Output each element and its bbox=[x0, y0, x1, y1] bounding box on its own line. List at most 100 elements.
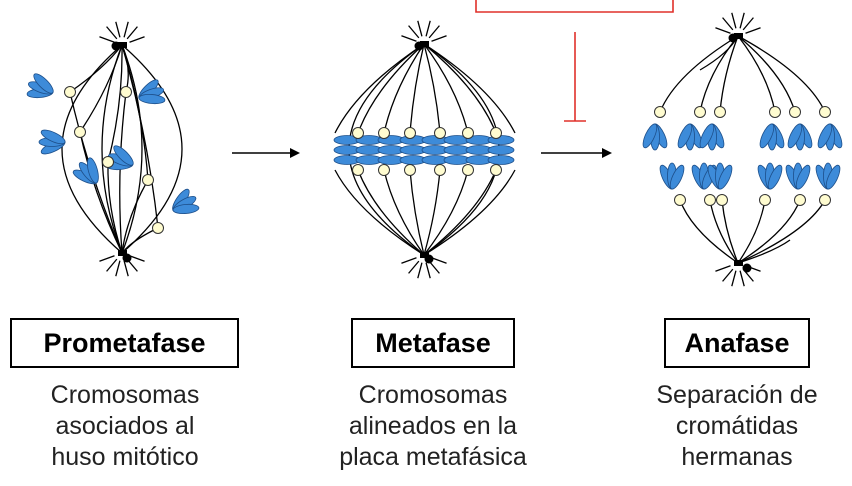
centrosome bbox=[420, 252, 429, 258]
aster-ray bbox=[106, 258, 118, 272]
chromatid bbox=[138, 94, 166, 105]
aster-ray bbox=[722, 17, 734, 31]
kinetochore-icon bbox=[352, 164, 364, 176]
spindle-fiber bbox=[679, 199, 739, 264]
chromatid bbox=[825, 164, 841, 190]
mitosis-diagram bbox=[26, 0, 843, 287]
kinetochore-icon bbox=[434, 164, 446, 176]
centriole-dot bbox=[111, 41, 121, 51]
aster-ray bbox=[715, 265, 731, 272]
spindle-fiber bbox=[357, 169, 425, 256]
chromatid bbox=[677, 123, 693, 149]
kinetochore-icon bbox=[434, 127, 446, 139]
aster-ray bbox=[742, 17, 754, 31]
aster-ray bbox=[99, 255, 115, 262]
chromatid bbox=[40, 129, 66, 145]
aster-ray bbox=[99, 36, 115, 43]
kinetochore-icon bbox=[462, 127, 474, 139]
chromosome-icon bbox=[785, 162, 811, 190]
aster-ray bbox=[417, 262, 423, 279]
kinetochore-icon bbox=[74, 126, 86, 138]
caption-line: alineados en la bbox=[348, 412, 518, 440]
aster-ray bbox=[401, 35, 417, 42]
spindle-pole-icon bbox=[401, 252, 447, 279]
aster-ray bbox=[722, 268, 734, 282]
caption-line: placa metafásica bbox=[339, 443, 527, 471]
centriole-dot bbox=[728, 33, 738, 43]
spindle-fiber bbox=[737, 239, 791, 264]
spindle-fiber bbox=[107, 44, 123, 163]
aster-ray bbox=[123, 260, 129, 277]
chromatid bbox=[699, 123, 715, 149]
anaphase-caption: Separación de cromátidas hermanas bbox=[627, 380, 847, 473]
chromosome-icon bbox=[691, 162, 717, 190]
kinetochore-icon bbox=[769, 106, 781, 118]
aster-ray bbox=[431, 35, 447, 42]
chromatid bbox=[642, 123, 658, 149]
aster-ray bbox=[129, 36, 145, 43]
chromatid bbox=[767, 164, 783, 190]
aster-ray bbox=[408, 25, 420, 39]
chromatid bbox=[113, 145, 134, 166]
kinetochore-icon bbox=[378, 127, 390, 139]
chromatid bbox=[172, 203, 200, 214]
chromosome-icon bbox=[699, 123, 725, 151]
centrosome bbox=[734, 260, 743, 266]
spindle-fiber bbox=[423, 43, 516, 134]
spindle-fiber bbox=[121, 44, 143, 254]
centrosome bbox=[734, 33, 743, 39]
kinetochore-icon bbox=[352, 127, 364, 139]
prometaphase-caption: Cromosomas asociados al huso mitótico bbox=[0, 380, 250, 473]
aster-ray bbox=[739, 12, 745, 29]
aster-ray bbox=[408, 260, 420, 274]
chromosome-icon bbox=[757, 162, 783, 190]
anaphase-cell bbox=[642, 12, 843, 287]
kinetochore-icon bbox=[654, 106, 666, 118]
kinetochore-icon bbox=[152, 222, 164, 234]
caption-line: Cromosomas bbox=[50, 381, 200, 409]
spindle-fiber bbox=[423, 169, 497, 256]
anaphase-label-box: Anafase bbox=[664, 318, 810, 368]
chromatid bbox=[33, 73, 54, 94]
aster-ray bbox=[115, 260, 121, 277]
kinetochore-icon bbox=[794, 194, 806, 206]
spindle-fiber bbox=[119, 91, 127, 254]
spindle-fiber bbox=[423, 169, 516, 256]
chromosome-icon bbox=[642, 123, 668, 151]
aster-ray bbox=[425, 262, 431, 279]
spindle-pole-icon bbox=[715, 12, 761, 43]
caption-line: Cromosomas bbox=[358, 381, 508, 409]
chromosome-icon bbox=[659, 162, 685, 190]
aster-ray bbox=[731, 270, 737, 287]
spindle-fiber bbox=[409, 169, 425, 256]
chromosome-icon bbox=[677, 123, 703, 151]
centriole-dot bbox=[414, 41, 424, 51]
inhibition-line bbox=[475, 0, 674, 122]
aster-ray bbox=[425, 20, 431, 37]
spindle-fiber bbox=[409, 43, 425, 134]
caption-line: huso mitótico bbox=[51, 443, 199, 471]
kinetochore-icon bbox=[490, 164, 502, 176]
chromosome-icon bbox=[333, 135, 515, 165]
centriole-dot bbox=[742, 263, 752, 273]
caption-line: Separación de bbox=[656, 381, 818, 409]
kinetochore-icon bbox=[378, 164, 390, 176]
aster-ray bbox=[129, 255, 145, 262]
kinetochore-icon bbox=[102, 156, 114, 168]
centrosome bbox=[420, 41, 429, 47]
spindle-fiber bbox=[121, 227, 159, 254]
spindle-fiber bbox=[121, 179, 149, 254]
spindle-fiber bbox=[737, 35, 776, 113]
spindle-fiber bbox=[737, 199, 826, 264]
spindle-fiber bbox=[121, 44, 183, 254]
metaphase-cell bbox=[333, 20, 516, 279]
metaphase-label-box: Metafase bbox=[351, 318, 515, 368]
kinetochore-icon bbox=[789, 106, 801, 118]
spindle-fiber bbox=[334, 169, 425, 256]
chromatid bbox=[487, 155, 515, 165]
spindle-fiber bbox=[107, 161, 123, 254]
caption-line: hermanas bbox=[681, 443, 793, 471]
aster-ray bbox=[126, 26, 138, 40]
chromatid bbox=[487, 145, 515, 155]
chromosome-icon bbox=[38, 129, 66, 155]
